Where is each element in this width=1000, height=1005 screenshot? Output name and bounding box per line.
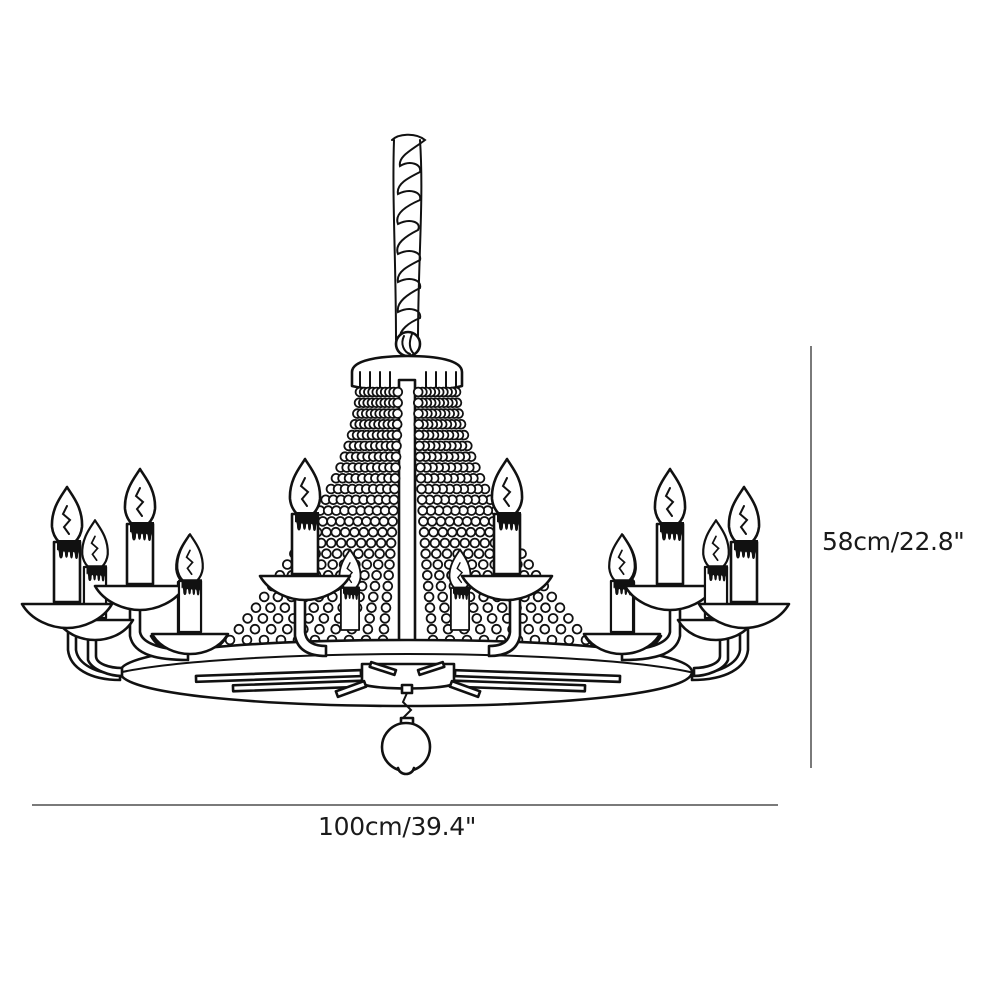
width-dimension-label: 100cm/39.4" — [318, 812, 477, 841]
twisted-chain — [391, 133, 427, 358]
ball-finial — [380, 683, 432, 776]
ring-frame — [118, 638, 694, 708]
height-dimension-label: 58cm/22.8" — [822, 527, 965, 556]
